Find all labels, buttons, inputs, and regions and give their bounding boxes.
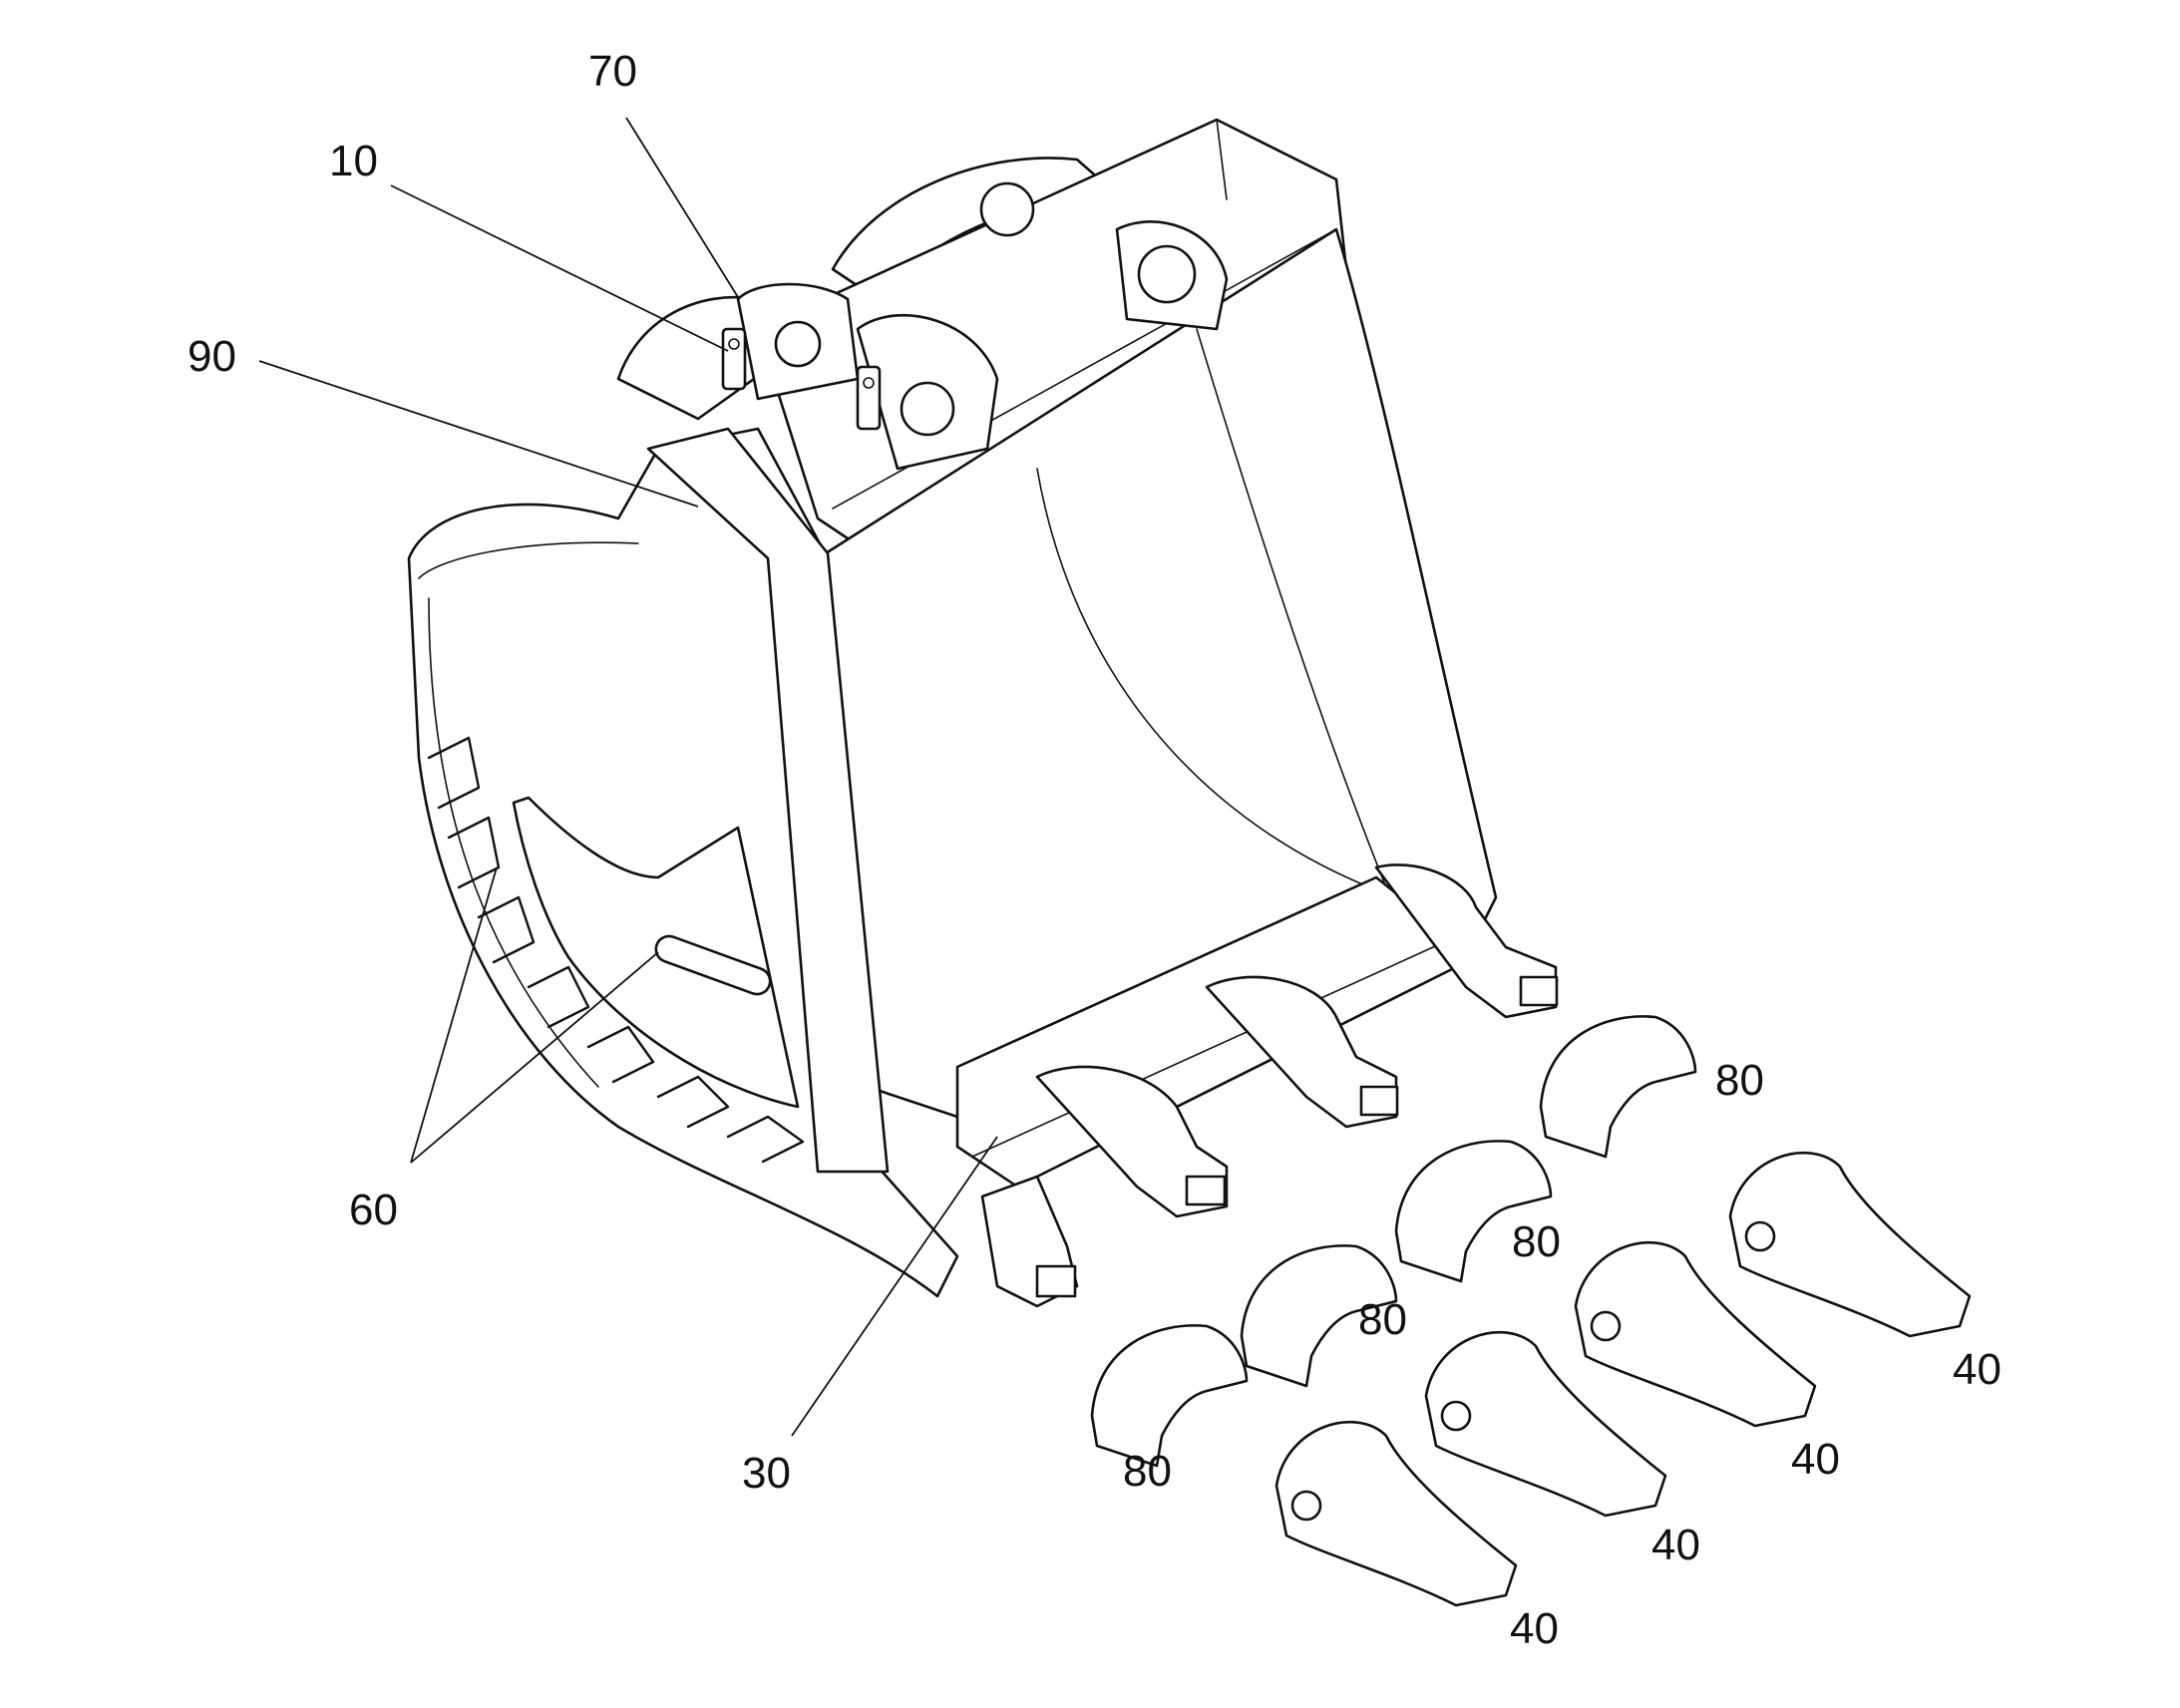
adapter-3 bbox=[1205, 975, 1399, 1129]
label-40: 40 bbox=[1510, 1604, 1559, 1653]
adapter-2 bbox=[1035, 1065, 1229, 1218]
label-80: 80 bbox=[1512, 1217, 1561, 1266]
bucket-shell bbox=[816, 227, 1498, 1119]
tooth-40-d bbox=[1728, 1151, 1972, 1338]
label-80: 80 bbox=[1715, 1056, 1764, 1105]
label-40: 40 bbox=[1953, 1345, 2001, 1394]
label-40: 40 bbox=[1651, 1521, 1700, 1569]
wear-strips-60 bbox=[427, 736, 805, 1164]
tooth-40-b bbox=[1424, 1330, 1667, 1518]
leader-10 bbox=[390, 184, 729, 352]
leader-70 bbox=[625, 117, 739, 298]
shroud-80-a bbox=[1090, 1324, 1249, 1468]
label-60: 60 bbox=[349, 1186, 398, 1234]
lock-pin-10 bbox=[721, 327, 882, 431]
leader-60-a bbox=[410, 866, 498, 1164]
label-80: 80 bbox=[1123, 1447, 1172, 1496]
leader-30 bbox=[791, 1136, 998, 1437]
leader-90 bbox=[258, 360, 699, 508]
shroud-80-c bbox=[1394, 1140, 1553, 1283]
side-gusset bbox=[512, 796, 800, 1109]
gusset-slot bbox=[654, 934, 772, 996]
label-40: 40 bbox=[1791, 1435, 1840, 1484]
label-30: 30 bbox=[742, 1449, 791, 1498]
adapter-1 bbox=[980, 1175, 1079, 1308]
hinge-ear-rear bbox=[979, 181, 1229, 331]
label-70: 70 bbox=[588, 47, 637, 96]
tooth-40-a bbox=[1274, 1420, 1518, 1607]
leader-lines bbox=[258, 117, 998, 1437]
tooth-40-c bbox=[1574, 1240, 1817, 1428]
shroud-80-d bbox=[1539, 1015, 1697, 1159]
label-90: 90 bbox=[187, 332, 236, 381]
hinge-ear-right bbox=[856, 313, 999, 471]
leader-60-b bbox=[410, 951, 659, 1164]
reference-labels: 70 10 90 60 30 80 80 80 80 40 40 40 40 4… bbox=[187, 47, 2001, 1653]
hinge-ear-left bbox=[736, 282, 860, 401]
shroud-80-b bbox=[1240, 1244, 1398, 1388]
label-10: 10 bbox=[329, 137, 378, 185]
adapter-4 bbox=[1374, 863, 1559, 1019]
label-80: 80 bbox=[1358, 1295, 1407, 1344]
